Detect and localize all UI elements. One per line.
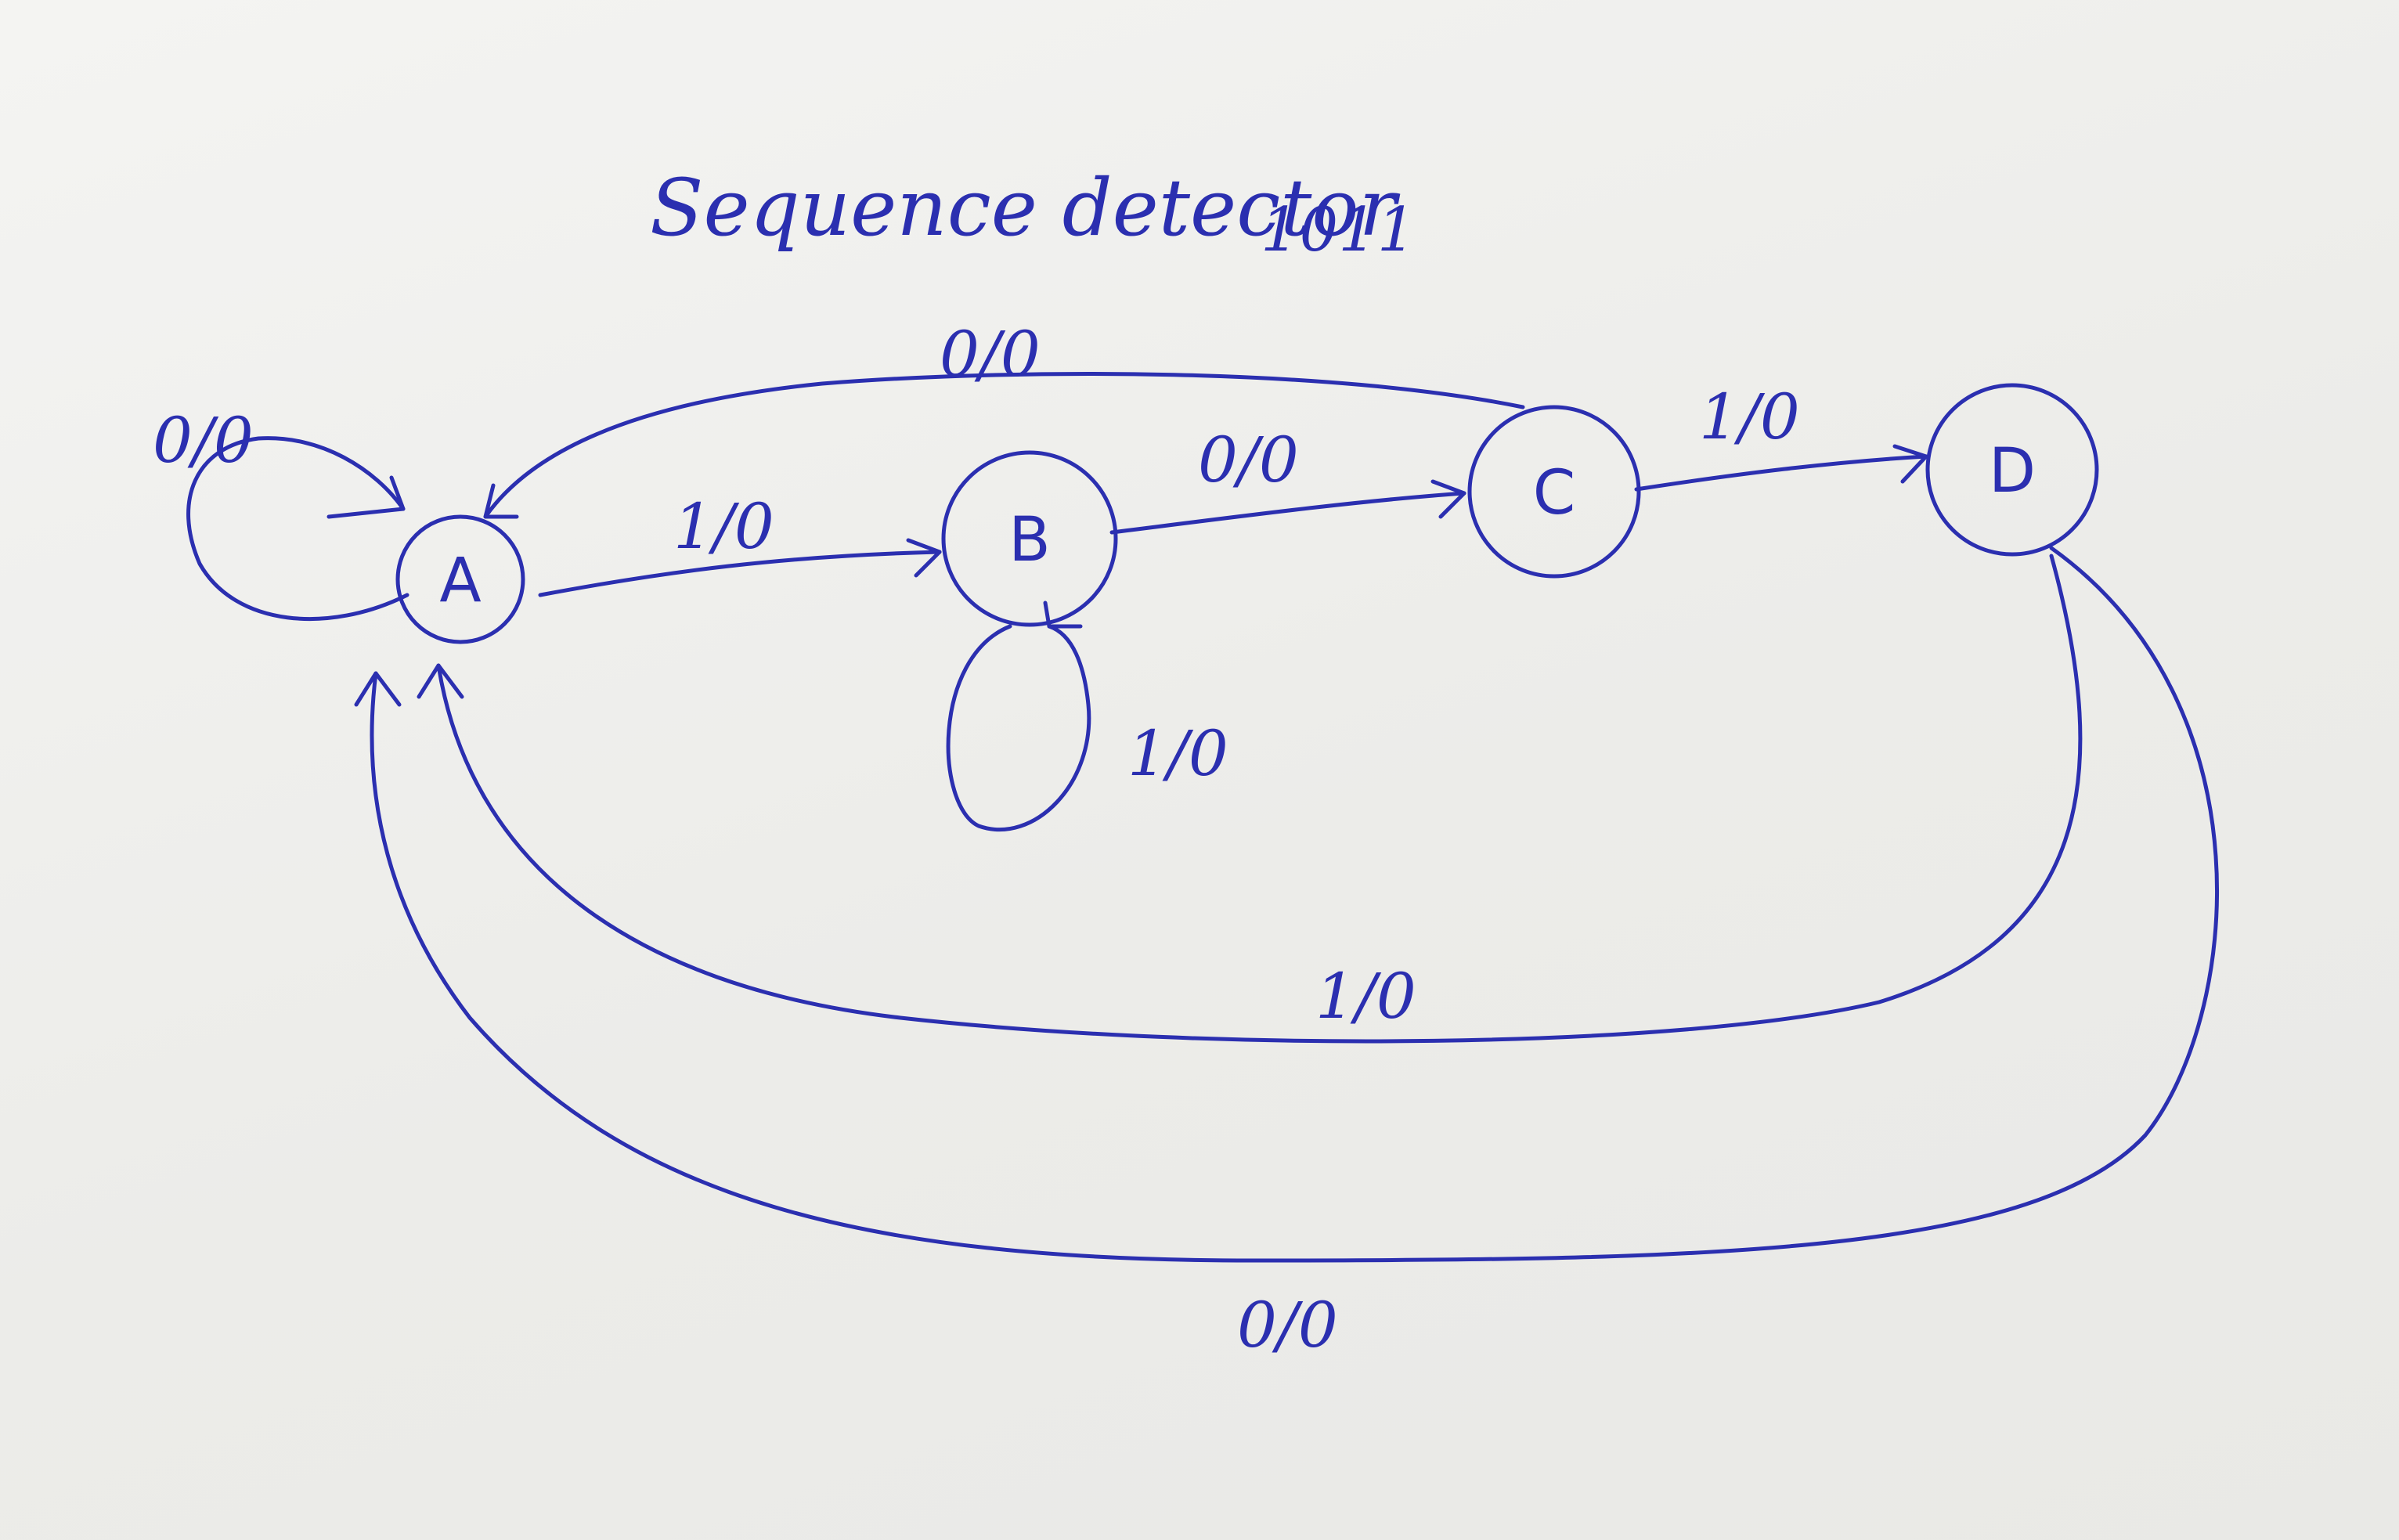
state-d: D: [1925, 383, 2099, 557]
transition-label: 0/0: [1237, 1289, 1338, 1361]
state-b-label: B: [1008, 505, 1051, 575]
transition-label: 1/0: [1699, 380, 1800, 453]
state-b: B: [941, 450, 1118, 627]
transition-a-a: 0/0: [153, 404, 409, 621]
transition-label: 1/0: [1315, 960, 1416, 1033]
transition-label: 0/0: [1198, 424, 1299, 496]
state-c-label: C: [1533, 458, 1575, 528]
transition-a-b: 1/0: [538, 490, 942, 597]
state-a: A: [395, 514, 525, 644]
diagram-title: Sequence detector: [650, 162, 1401, 254]
transition-label: 1/0: [673, 490, 774, 563]
transition-label: 1/0: [1127, 717, 1228, 790]
transition-c-a: 0/0: [483, 318, 1525, 519]
state-a-label: A: [439, 546, 481, 616]
transition-b-b: 1/0: [946, 600, 1228, 832]
state-d-label: D: [1989, 436, 2036, 507]
diagram-subtitle: 1011: [1261, 195, 1416, 265]
transition-label: 0/0: [153, 404, 254, 477]
transition-b-c: 0/0: [1109, 424, 1466, 535]
transition-label: 0/0: [940, 318, 1041, 391]
transition-d-a-inner: 1/0: [417, 554, 2083, 1044]
state-c: C: [1467, 405, 1641, 579]
transition-d-a-outer: 0/0: [354, 546, 2220, 1361]
transition-c-d: 1/0: [1634, 380, 1928, 492]
